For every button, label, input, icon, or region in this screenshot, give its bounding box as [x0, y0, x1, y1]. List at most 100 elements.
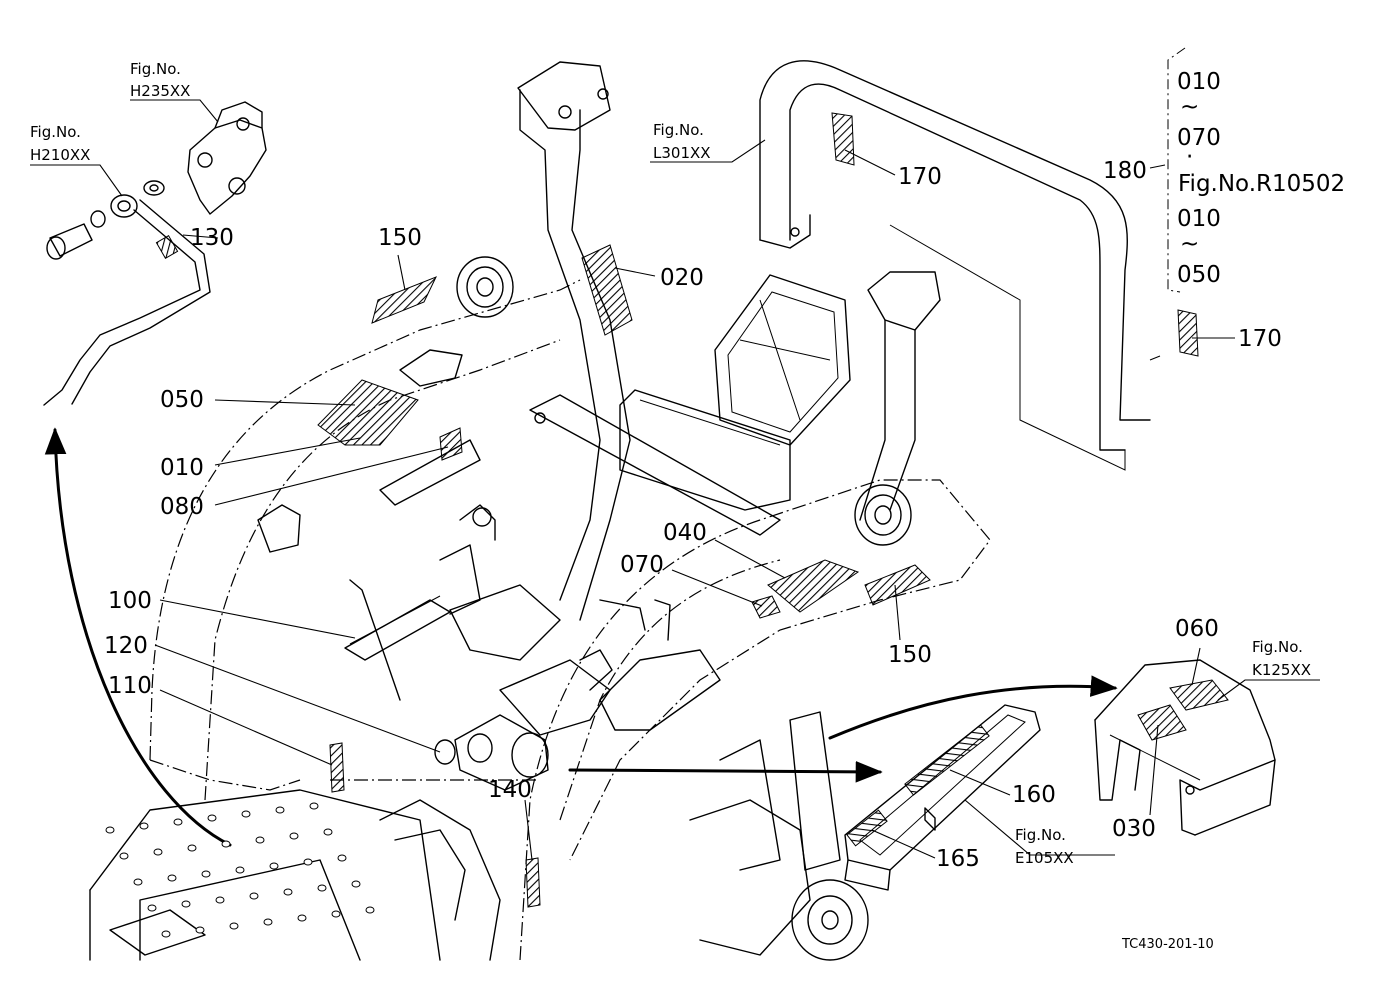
- bolt-hole: [201, 870, 211, 878]
- bolt-hole: [275, 806, 285, 814]
- bolt-hole: [221, 840, 231, 848]
- hatched-label-icon: [525, 857, 541, 908]
- chassis-holes: [105, 802, 375, 938]
- ref-010: 010: [160, 455, 204, 481]
- ref-120: 120: [104, 633, 148, 659]
- ref-030: 030: [1112, 816, 1156, 842]
- hatched-label-icon: [767, 559, 860, 613]
- leader-lines: [30, 99, 1320, 861]
- fig-l301-label: Fig.No.: [653, 121, 704, 139]
- bolt-hole: [303, 858, 313, 866]
- ref-040: 040: [663, 520, 707, 546]
- bolt-hole: [283, 888, 293, 896]
- bolt-hole: [229, 922, 239, 930]
- group-tilde-a: ~: [1180, 94, 1199, 120]
- bolt-hole: [181, 900, 191, 908]
- hatched-label-icon: [846, 809, 888, 847]
- fig-h210-label: Fig.No.: [30, 123, 81, 141]
- hatched-label-icon: [1177, 309, 1199, 357]
- hatched-label-icon: [751, 595, 781, 619]
- group-bracket: [1167, 47, 1186, 293]
- work-light-right: [854, 484, 912, 546]
- bolt-hole: [255, 836, 265, 844]
- ref-180: 180: [1103, 158, 1147, 184]
- bolt-hole: [147, 904, 157, 912]
- bolt-hole: [289, 832, 299, 840]
- bolt-hole: [167, 874, 177, 882]
- fig-h210-code[interactable]: H210XX: [30, 146, 90, 164]
- group-line-050: 050: [1177, 262, 1221, 288]
- arrow-icon: [44, 427, 232, 847]
- bolt-hole: [263, 918, 273, 926]
- fig-k125-label: Fig.No.: [1252, 638, 1303, 656]
- drawing-code: TC430-201-10: [1121, 937, 1214, 952]
- group-fig-r10502[interactable]: Fig.No.R10502: [1178, 171, 1345, 197]
- ref-170-top: 170: [898, 164, 942, 190]
- ref-060: 060: [1175, 616, 1219, 642]
- bolt-hole: [297, 914, 307, 922]
- bolt-hole: [195, 926, 205, 934]
- hatched-label-icon: [904, 724, 990, 796]
- group-line-010-b: 010: [1177, 206, 1221, 232]
- work-light-left: [456, 256, 514, 318]
- bolt-hole: [187, 844, 197, 852]
- hydraulic-pump: [434, 659, 611, 791]
- seat: [619, 274, 851, 511]
- group-line-010-a: 010: [1177, 69, 1221, 95]
- group-180-list: 010 ~ 070 · Fig.No.R10502 010 ~ 050: [1177, 69, 1345, 288]
- bolt-hole: [153, 848, 163, 856]
- ref-020: 020: [660, 265, 704, 291]
- ref-170-right: 170: [1238, 326, 1282, 352]
- hatched-label-icon: [439, 427, 463, 461]
- fig-h235-code[interactable]: H235XX: [130, 82, 190, 100]
- valve-assembly: [43, 101, 267, 406]
- arrow-icon: [568, 761, 883, 783]
- ref-165: 165: [936, 846, 980, 872]
- decals: [317, 112, 1229, 908]
- arrow-icon: [828, 675, 1118, 740]
- bolt-hole: [337, 854, 347, 862]
- bolt-hole: [249, 892, 259, 900]
- bolt-hole: [309, 802, 319, 810]
- fender-outline: [149, 279, 991, 961]
- hatched-label-icon: [1169, 679, 1229, 711]
- ref-130: 130: [190, 225, 234, 251]
- bolt-hole: [173, 818, 183, 826]
- figure-references: Fig.No. H235XX Fig.No. H210XX Fig.No. L3…: [30, 60, 1311, 867]
- fig-e105-label: Fig.No.: [1015, 826, 1066, 844]
- reference-labels: 130 150 020 050 010 080 170 170 180 040 …: [104, 158, 1282, 872]
- ref-140: 140: [488, 777, 532, 803]
- bolt-hole: [207, 814, 217, 822]
- bolt-hole: [139, 822, 149, 830]
- bolt-hole: [269, 862, 279, 870]
- ref-070: 070: [620, 552, 664, 578]
- ref-050: 050: [160, 387, 204, 413]
- ref-100: 100: [108, 588, 152, 614]
- ref-160: 160: [1012, 782, 1056, 808]
- cross-bar: [529, 394, 781, 536]
- bolt-hole: [133, 878, 143, 886]
- bolt-hole: [365, 906, 375, 914]
- hatched-label-icon: [831, 112, 855, 166]
- ref-150-left: 150: [378, 225, 422, 251]
- hatched-label-icon: [864, 564, 931, 606]
- bolt-hole: [215, 896, 225, 904]
- ref-150-right: 150: [888, 642, 932, 668]
- group-tilde-b: ~: [1180, 231, 1199, 257]
- bolt-hole: [241, 810, 251, 818]
- bolt-hole: [161, 930, 171, 938]
- bolt-hole: [323, 828, 333, 836]
- hatched-label-icon: [155, 235, 179, 259]
- hatched-label-icon: [1137, 704, 1187, 741]
- fig-e105-code[interactable]: E105XX: [1015, 849, 1074, 867]
- ref-110: 110: [108, 673, 152, 699]
- chassis: [89, 711, 869, 961]
- fig-h235-label: Fig.No.: [130, 60, 181, 78]
- hatched-label-icon: [581, 244, 633, 336]
- bolt-hole: [105, 826, 115, 834]
- bolt-hole: [119, 852, 129, 860]
- bolt-hole: [235, 866, 245, 874]
- fig-k125-code[interactable]: K125XX: [1252, 661, 1311, 679]
- fig-l301-code[interactable]: L301XX: [653, 144, 711, 162]
